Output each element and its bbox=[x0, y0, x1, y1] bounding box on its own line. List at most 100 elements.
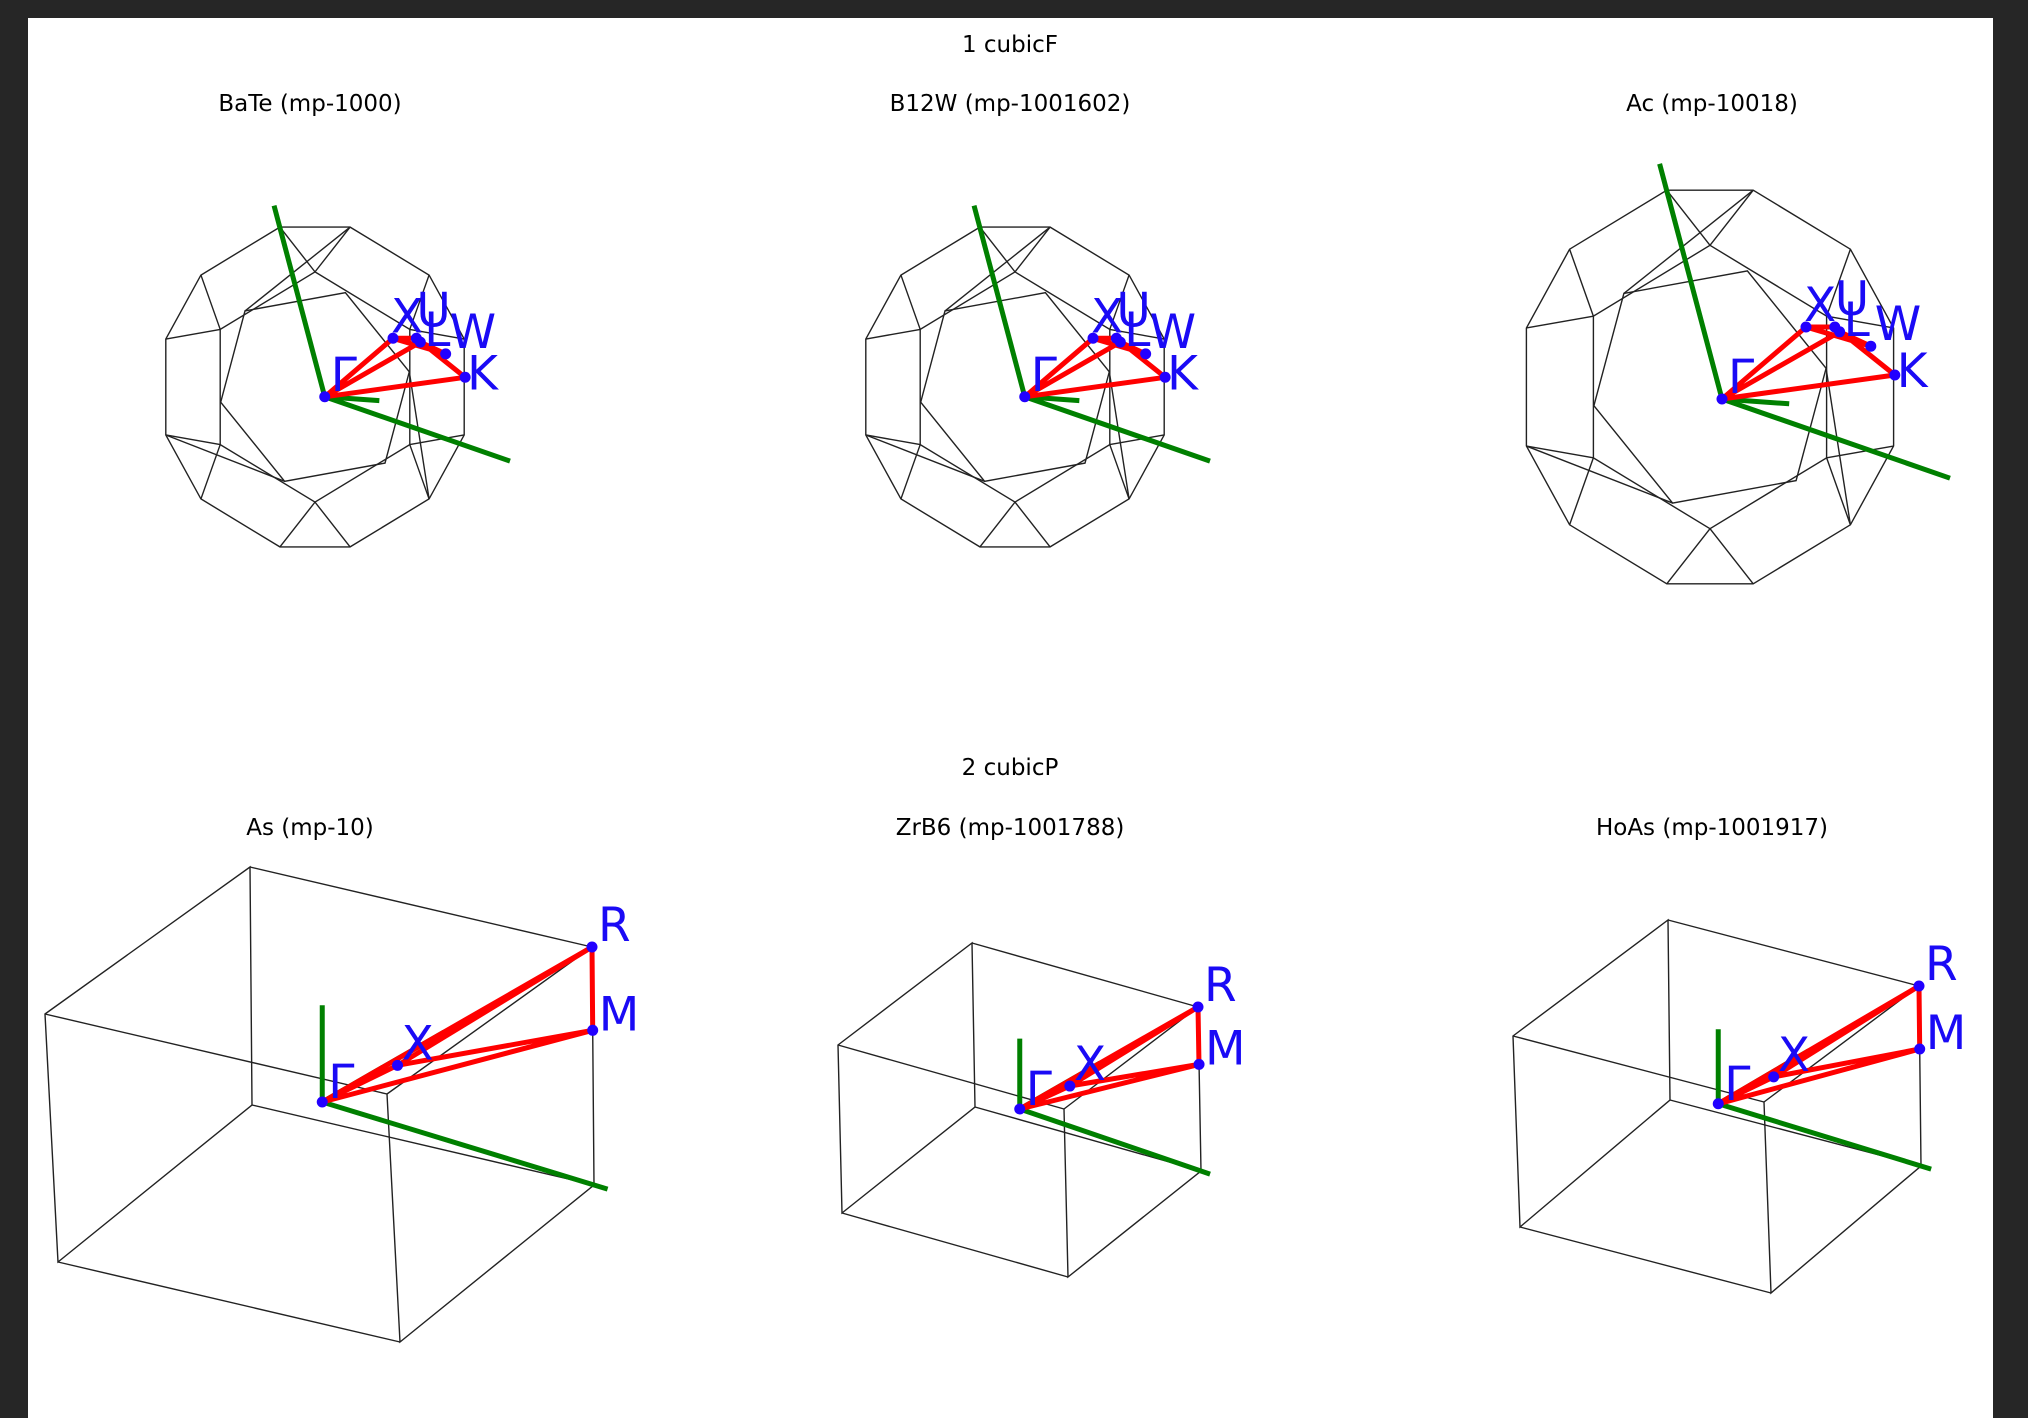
brillouin-zone-edge bbox=[1826, 445, 1894, 459]
kpoint-marker-2 bbox=[1768, 1071, 1780, 1083]
brillouin-zone-edge bbox=[1709, 189, 1754, 246]
kpoint-label: M bbox=[1205, 1021, 1246, 1076]
row-title-cubicP: 2 cubicP bbox=[962, 755, 1059, 781]
brillouin-zone-edge bbox=[865, 434, 921, 446]
kpoint-marker-5 bbox=[1865, 340, 1877, 352]
kpoint-label: X bbox=[1074, 1037, 1106, 1092]
brillouin-zone-edge bbox=[1825, 457, 1852, 525]
figure-background bbox=[28, 18, 1993, 1418]
brillouin-zone-edge bbox=[1109, 434, 1165, 446]
brillouin-zone-edge bbox=[1623, 189, 1754, 294]
k-path-segment bbox=[396, 944, 594, 1068]
brillouin-zone-back-hexagon bbox=[219, 291, 411, 483]
kpoint-label: Γ bbox=[1026, 1062, 1052, 1117]
kpoint-marker-1 bbox=[1716, 393, 1728, 405]
brillouin-zone-edge bbox=[1825, 249, 1852, 317]
brillouin-zone-back-hexagon bbox=[1593, 270, 1827, 504]
kpoint-marker-2 bbox=[1087, 332, 1099, 344]
kpoint-label: X bbox=[1778, 1028, 1810, 1083]
reciprocal-axis-1 bbox=[1657, 163, 1725, 400]
k-path-segment bbox=[1772, 983, 1921, 1079]
k-path-segment bbox=[1068, 1004, 1200, 1089]
k-path bbox=[319, 944, 596, 1105]
brillouin-zone-edge bbox=[200, 444, 221, 500]
kpoint-marker-2 bbox=[1800, 321, 1812, 333]
brillouin-zone-edge bbox=[1109, 274, 1130, 330]
panel-title: BaTe (mp-1000) bbox=[218, 91, 401, 117]
brillouin-zone-edge bbox=[1526, 445, 1594, 459]
reciprocal-axis-2 bbox=[323, 394, 511, 464]
brillouin-zone-edge bbox=[279, 226, 316, 273]
brillouin-zone-edge bbox=[900, 444, 921, 500]
cube-edge bbox=[1519, 1226, 1772, 1294]
kpoint-label: Γ bbox=[1724, 1057, 1750, 1112]
brillouin-zone-edge bbox=[900, 274, 921, 330]
kpoint-label: K bbox=[1167, 346, 1199, 401]
reciprocal-axis-2 bbox=[1721, 396, 1951, 481]
kpoint-marker-4 bbox=[586, 941, 598, 953]
brillouin-zone-edge bbox=[1666, 528, 1711, 585]
cube-edge bbox=[1667, 919, 1920, 987]
brillouin-zone-edge bbox=[1526, 315, 1594, 329]
brillouin-zone-edge bbox=[409, 328, 465, 340]
panel-title: Ac (mp-10018) bbox=[1626, 91, 1798, 117]
brillouin-zone-edge bbox=[409, 434, 465, 446]
kpoint-label: K bbox=[467, 346, 499, 401]
cube-edge bbox=[249, 866, 593, 948]
kpoint-label: L bbox=[1844, 293, 1870, 348]
brillouin-zone-edge bbox=[244, 226, 351, 312]
k-path bbox=[1719, 324, 1898, 402]
brillouin-zone-edge bbox=[1666, 189, 1711, 246]
cube-edge bbox=[44, 1013, 388, 1095]
kpoint-marker-2 bbox=[1064, 1080, 1076, 1092]
kpoint-marker-2 bbox=[387, 332, 399, 344]
brillouin-zone-edge bbox=[165, 434, 285, 482]
kpoint-marker-4 bbox=[1834, 326, 1846, 338]
kpoint-label: W bbox=[1150, 305, 1196, 360]
kpoint-marker-1 bbox=[1014, 1103, 1026, 1115]
kpoint-marker-4 bbox=[1913, 980, 1925, 992]
kpoint-marker-5 bbox=[1140, 348, 1152, 360]
brillouin-zone-edge bbox=[1526, 445, 1673, 504]
kpoint-marker-6 bbox=[1889, 369, 1901, 381]
k-path bbox=[1715, 983, 1923, 1107]
brillouin-zone-edge bbox=[1109, 444, 1130, 500]
panel-title: HoAs (mp-1001917) bbox=[1596, 815, 1828, 841]
brillouin-zone-edge bbox=[1014, 501, 1051, 548]
kpoint-label: M bbox=[599, 987, 640, 1042]
cube-edge bbox=[251, 1104, 595, 1186]
row-title-cubicF: 1 cubicF bbox=[962, 32, 1058, 58]
reciprocal-axis-2 bbox=[321, 1099, 609, 1192]
kpoint-marker-5 bbox=[440, 348, 452, 360]
brillouin-zone-edge bbox=[165, 328, 221, 340]
kpoint-label: R bbox=[1204, 958, 1237, 1013]
kpoint-marker-6 bbox=[1159, 371, 1171, 383]
kpoint-label: Γ bbox=[1031, 348, 1057, 403]
kpoint-marker-1 bbox=[316, 1096, 328, 1108]
kpoint-label: R bbox=[598, 898, 631, 953]
cube-edge bbox=[837, 1044, 1065, 1110]
panel-title: B12W (mp-1001602) bbox=[890, 91, 1131, 117]
kpoint-marker-4 bbox=[414, 336, 426, 348]
brillouin-zone-edge bbox=[1568, 457, 1595, 525]
brillouin-zone-edge bbox=[1109, 328, 1165, 340]
panel-title: As (mp-10) bbox=[246, 815, 374, 841]
kpoint-label: Γ bbox=[331, 348, 357, 403]
reciprocal-axis-2 bbox=[1717, 1101, 1932, 1172]
reciprocal-axis-2 bbox=[1018, 1106, 1211, 1177]
kpoint-label: M bbox=[1926, 1006, 1967, 1061]
brillouin-zone-edge bbox=[979, 501, 1016, 548]
kpoint-label: W bbox=[1875, 297, 1921, 352]
kpoint-marker-2 bbox=[392, 1059, 404, 1071]
brillouin-zone-edge bbox=[200, 274, 221, 330]
kpoint-marker-1 bbox=[1712, 1098, 1724, 1110]
brillouin-zone-edge bbox=[1825, 368, 1852, 525]
reciprocal-axis-1 bbox=[271, 205, 328, 398]
brillouin-zone-edge bbox=[865, 328, 921, 340]
brillouin-zone-edge bbox=[1709, 528, 1754, 585]
brillouin-zone-edge bbox=[1568, 249, 1595, 317]
kpoint-label: U bbox=[1835, 272, 1869, 327]
